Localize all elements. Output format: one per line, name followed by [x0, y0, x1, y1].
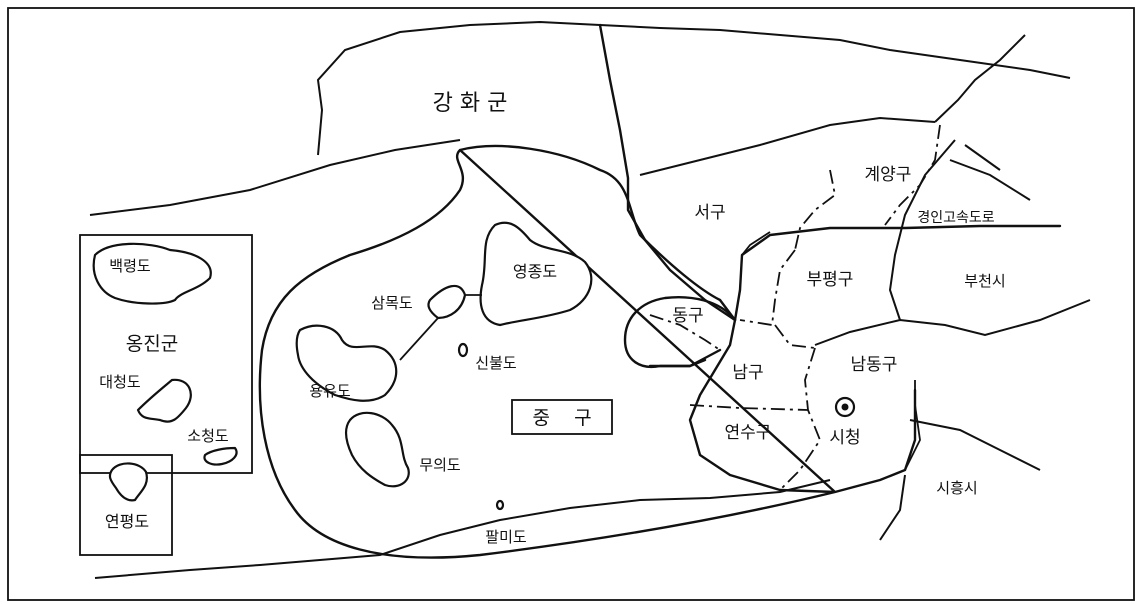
ongjin-inset — [79, 234, 253, 474]
label-palmi: 팔미도 — [485, 528, 527, 546]
boundary-siheung — [879, 419, 1041, 541]
namdong-east — [904, 380, 921, 471]
boundary-bucheon-east — [949, 144, 1031, 201]
label-nam: 남구 — [732, 363, 763, 383]
label-dong: 동구 — [672, 306, 703, 326]
city-hall-dot — [841, 403, 849, 411]
gyeyang-boundary — [794, 124, 941, 251]
label-yeongjong: 영종도 — [513, 262, 557, 281]
yongyu-island — [295, 324, 398, 402]
palmi-island — [495, 499, 505, 511]
yeonsu-north-boundary — [689, 404, 809, 411]
city-east-boundary — [733, 224, 1062, 322]
sinbul-island — [457, 342, 469, 358]
yeonpyeong-inset — [79, 454, 173, 556]
namgu-namdong-boundary — [779, 347, 822, 491]
seo-bupyeong-boundary — [739, 249, 796, 327]
bupyeong-south-boundary — [774, 324, 816, 349]
donggu-coast — [648, 358, 707, 368]
label-muui: 무의도 — [419, 456, 461, 474]
yeonpyeong-island — [108, 462, 148, 502]
label-socheong: 소청도 — [187, 427, 229, 445]
label-bupyeong: 부평구 — [807, 270, 854, 290]
label-siheung: 시흥시 — [936, 479, 977, 497]
label-namdong: 남동구 — [851, 355, 898, 375]
label-sammok: 삼목도 — [371, 294, 413, 312]
muui-island — [345, 411, 410, 488]
label-yongyu: 용유도 — [309, 382, 351, 400]
label-jung: 중 구 — [532, 407, 591, 429]
sammok-causeway — [399, 294, 482, 361]
label-yeonpyeong: 연평도 — [105, 512, 149, 531]
label-baengnyeong: 백령도 — [109, 257, 151, 275]
label-sinbul: 신불도 — [475, 354, 517, 372]
label-bucheon: 부천시 — [964, 272, 1005, 290]
label-expressway: 경인고속도로 — [917, 210, 994, 226]
boundary-bucheon-west — [888, 139, 956, 321]
label-seo: 서구 — [694, 203, 725, 223]
boundary-top-north — [89, 139, 461, 216]
label-gyeyang: 계양구 — [865, 165, 912, 185]
baengnyeong-island — [92, 242, 212, 305]
sammok-island — [427, 284, 467, 320]
boundary-ganghwa-outline — [316, 20, 601, 156]
label-city-hall: 시청 — [829, 428, 860, 448]
donggu-inner-boundary — [649, 314, 721, 351]
yeongjong-island — [479, 221, 593, 327]
boundary-seo-north — [639, 116, 936, 176]
label-ongjin: 옹진군 — [126, 333, 178, 355]
boundary-east-north — [599, 24, 1071, 79]
ganghwa-east-line — [598, 23, 737, 322]
boundary-south — [94, 479, 831, 579]
boundary-bupyeong-south — [814, 299, 1091, 346]
daecheong-island — [136, 378, 192, 423]
label-yeonsu: 연수구 — [725, 423, 772, 443]
city-hall-ring — [834, 396, 856, 418]
junggu-outline — [258, 144, 917, 559]
donggu-outline — [623, 296, 737, 369]
expressway-line — [741, 231, 771, 256]
label-ganghwa: 강 화 군 — [433, 91, 508, 116]
junggu-label-box — [511, 399, 613, 435]
label-daecheong: 대청도 — [99, 373, 141, 391]
outer-border — [7, 7, 1135, 601]
socheong-island — [203, 446, 238, 466]
boundary-north-east — [934, 34, 1026, 123]
